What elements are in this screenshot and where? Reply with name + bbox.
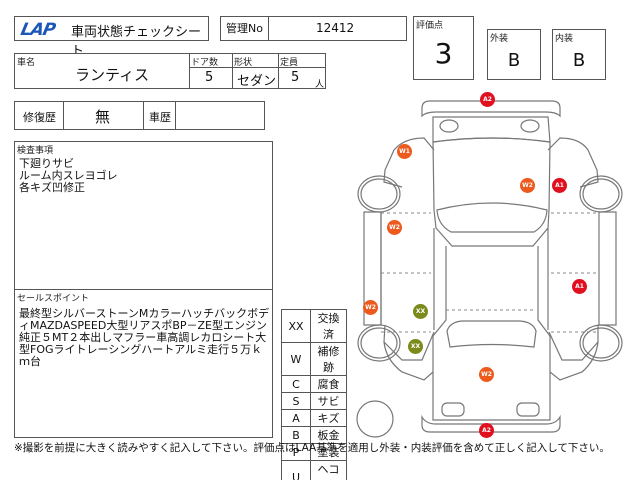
sales-point-box: セールスポイント 最終型シルバーストーンMカラーハッチバックボディMAZDASP…: [14, 289, 273, 438]
interior-label: 内装: [555, 34, 574, 44]
sales-point-label: セールスポイント: [17, 294, 90, 304]
interior-grade-box: 内装 B: [552, 29, 606, 80]
exterior-grade-box: 外装 B: [487, 29, 541, 80]
legend-meaning: ヘコミ: [310, 460, 347, 480]
inspection-line: ルーム内スレヨゴレ: [19, 169, 118, 182]
doors-label: ドア数: [191, 58, 219, 68]
inspection-notes: 下廻りサビ ルーム内スレヨゴレ 各キズ凹修正: [19, 158, 118, 194]
shape-label: 形状: [234, 58, 253, 68]
score-value: 3: [434, 37, 453, 70]
capacity-label: 定員: [280, 58, 299, 68]
management-no-value: 12412: [316, 21, 355, 35]
interior-grade: B: [572, 50, 586, 71]
management-no-box: 管理No 12412: [220, 16, 407, 41]
sheet-title-box: LAP 車両状態チェックシート: [14, 16, 209, 59]
car-history-label: 車歴: [149, 111, 171, 124]
damage-badge-a2-rear: A2: [480, 92, 495, 107]
inspection-line: 下廻りサビ: [19, 157, 74, 170]
legend-code: XX: [281, 309, 311, 343]
score-label: 評価点: [416, 21, 444, 31]
doors-value: 5: [205, 70, 214, 85]
footnote: ※撮影を前提に大きく読みやすく記入して下さい。評価点はLAA基準を適用し外装・内…: [14, 442, 610, 454]
inspection-label: 検査事項: [17, 146, 54, 156]
damage-badge-w2-hood: W2: [479, 367, 494, 382]
damage-badge-w2-sill: W2: [363, 300, 378, 315]
damage-badge-w2-rear-door: W2: [387, 220, 402, 235]
damage-badge-w2-hatch: W2: [520, 178, 535, 193]
legend-meaning: 交換済: [310, 309, 347, 343]
car-name-label: 車名: [17, 58, 36, 68]
repair-history-box: 修復歴 無 車歴: [14, 101, 265, 130]
repair-history-value: 無: [95, 108, 111, 126]
repair-history-label: 修復歴: [23, 111, 56, 124]
capacity-value: 5: [291, 70, 300, 85]
legend-meaning: 板金: [310, 426, 347, 444]
score-box: 評価点 3: [413, 16, 474, 80]
legend-row: Uヘコミ: [281, 460, 347, 480]
damage-badge-a1-rear: A1: [552, 178, 567, 193]
damage-badge-a1-door: A1: [572, 279, 587, 294]
exterior-label: 外装: [490, 34, 509, 44]
damage-badge-xx-fender: XX: [408, 339, 423, 354]
inspection-line: 各キズ凹修正: [19, 181, 85, 194]
damage-badge-a2-front: A2: [479, 423, 494, 438]
legend-meaning: 補修跡: [310, 342, 347, 376]
exterior-grade: B: [507, 50, 521, 71]
car-name-value: ランティス: [75, 66, 150, 84]
management-no-label: 管理No: [221, 17, 269, 40]
car-info-box: 車名 ランティス ドア数 5 形状 セダン 定員 5 人: [14, 53, 326, 90]
capacity-unit: 人: [315, 80, 325, 90]
shape-value: セダン: [237, 74, 277, 89]
damage-badge-w1: W1: [397, 144, 412, 159]
damage-badge-xx-door: XX: [413, 304, 428, 319]
sales-point-text: 最終型シルバーストーンMカラーハッチバックボディMAZDASPEED大型リアスポ…: [19, 307, 270, 368]
